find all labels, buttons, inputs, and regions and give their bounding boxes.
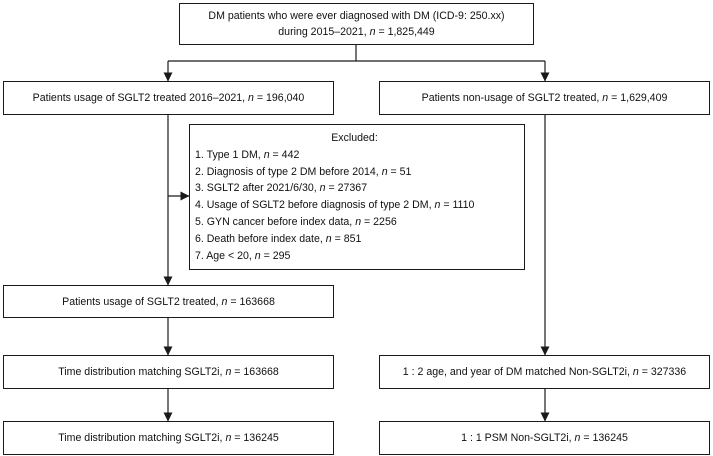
- excluded-item-label: 1. Type 1 DM,: [195, 148, 264, 161]
- excluded-item: 4. Usage of SGLT2 before diagnosis of ty…: [195, 197, 524, 214]
- excluded-item: 3. SGLT2 after 2021/6/30, n = 27367: [195, 180, 524, 197]
- excluded-item-count: = 51: [387, 165, 412, 178]
- n-symbol: n: [325, 232, 332, 245]
- excluded-item-count: = 1110: [440, 199, 475, 212]
- excluded-item-count: = 2256: [361, 215, 397, 228]
- box-left2-text: Patients usage of SGLT2 treated, n = 163…: [62, 294, 275, 310]
- box-left2-count: = 163668: [227, 295, 275, 308]
- excluded-item-count: = 295: [260, 249, 291, 262]
- box-left1-label: Patients usage of SGLT2 treated 2016–202…: [32, 92, 249, 104]
- box-right4-count: = 136245: [580, 432, 628, 444]
- box-sglt2-users: Patients usage of SGLT2 treated 2016–202…: [3, 81, 334, 115]
- box-right3-text: 1 : 2 age, and year of DM matched Non-SG…: [403, 364, 686, 380]
- n-symbol: n: [319, 182, 326, 195]
- n-symbol: n: [263, 148, 270, 161]
- box-right3-label: 1 : 2 age, and year of DM matched Non-SG…: [402, 366, 633, 378]
- excluded-item: 1. Type 1 DM, n = 442: [195, 147, 524, 164]
- n-symbol: n: [632, 366, 639, 378]
- box-right4-text: 1 : 1 PSM Non-SGLT2i, n = 136245: [461, 430, 628, 446]
- n-symbol: n: [248, 92, 254, 104]
- excluded-item-count: = 442: [269, 148, 300, 161]
- excluded-item: 6. Death before index date, n = 851: [195, 231, 524, 248]
- box-left2-label: Patients usage of SGLT2 treated,: [62, 295, 222, 308]
- excluded-item-label: 7. Age < 20,: [195, 249, 255, 262]
- n-symbol: n: [355, 215, 362, 228]
- box-sglt2-non-users: Patients non-usage of SGLT2 treated, n =…: [379, 81, 710, 115]
- box-sglt2-treated: Patients usage of SGLT2 treated, n = 163…: [3, 285, 334, 318]
- n-symbol: n: [434, 199, 441, 212]
- box-right1-label: Patients non-usage of SGLT2 treated,: [421, 92, 603, 104]
- excluded-item: 2. Diagnosis of type 2 DM before 2014, n…: [195, 164, 524, 181]
- box-top-line1: DM patients who were ever diagnosed with…: [208, 10, 505, 22]
- box-left4-label: Time distribution matching SGLT2i,: [58, 432, 226, 444]
- box-left4-count: = 136245: [231, 432, 279, 444]
- box-left3-label: Time distribution matching SGLT2i,: [58, 366, 226, 378]
- box-right3-count: = 327336: [638, 366, 687, 378]
- excluded-item: 7. Age < 20, n = 295: [195, 248, 524, 265]
- box-right1-count: = 1,629,409: [608, 92, 668, 104]
- box-top-line2: during 2015–2021, n = 1,825,449: [278, 24, 434, 40]
- n-symbol: n: [602, 92, 609, 104]
- box-left1-text: Patients usage of SGLT2 treated 2016–202…: [33, 90, 305, 106]
- excluded-item: 5. GYN cancer before index data, n = 225…: [195, 214, 524, 231]
- box-left4-text: Time distribution matching SGLT2i, n = 1…: [58, 430, 279, 446]
- n-symbol: n: [221, 295, 228, 308]
- excluded-item-label: 3. SGLT2 after 2021/6/30,: [195, 182, 320, 195]
- excluded-title: Excluded:: [331, 132, 378, 144]
- box-right1-text: Patients non-usage of SGLT2 treated, n =…: [422, 90, 668, 106]
- box-excluded: Excluded: 1. Type 1 DM, n = 442 2. Diagn…: [189, 124, 525, 270]
- box-time-matching-sglt2i: Time distribution matching SGLT2i, n = 1…: [3, 355, 334, 389]
- box-age-matched-non-sglt2i: 1 : 2 age, and year of DM matched Non-SG…: [379, 355, 710, 389]
- n-symbol: n: [254, 249, 261, 262]
- box-psm-non-sglt2i: 1 : 1 PSM Non-SGLT2i, n = 136245: [379, 421, 710, 455]
- excluded-item-count: = 851: [331, 232, 362, 245]
- box-top-line2-prefix: during 2015–2021,: [278, 26, 370, 38]
- box-left3-text: Time distribution matching SGLT2i, n = 1…: [58, 364, 279, 380]
- n-symbol: n: [225, 432, 232, 444]
- box-top-count: = 1,825,449: [375, 26, 435, 38]
- n-symbol: n: [369, 26, 376, 38]
- box-right4-label: 1 : 1 PSM Non-SGLT2i,: [461, 432, 575, 444]
- excluded-item-label: 6. Death before index date,: [195, 232, 326, 245]
- box-all-dm-patients: DM patients who were ever diagnosed with…: [179, 3, 534, 45]
- n-symbol: n: [225, 366, 232, 378]
- excluded-item-count: = 27367: [325, 182, 368, 195]
- excluded-item-label: 2. Diagnosis of type 2 DM before 2014,: [195, 165, 382, 178]
- excluded-item-label: 4. Usage of SGLT2 before diagnosis of ty…: [195, 199, 435, 212]
- box-left3-count: = 163668: [231, 366, 279, 378]
- box-left1-count: = 196,040: [253, 92, 305, 104]
- n-symbol: n: [574, 432, 581, 444]
- excluded-item-label: 5. GYN cancer before index data,: [195, 215, 356, 228]
- n-symbol: n: [381, 165, 388, 178]
- box-final-sglt2i: Time distribution matching SGLT2i, n = 1…: [3, 421, 334, 455]
